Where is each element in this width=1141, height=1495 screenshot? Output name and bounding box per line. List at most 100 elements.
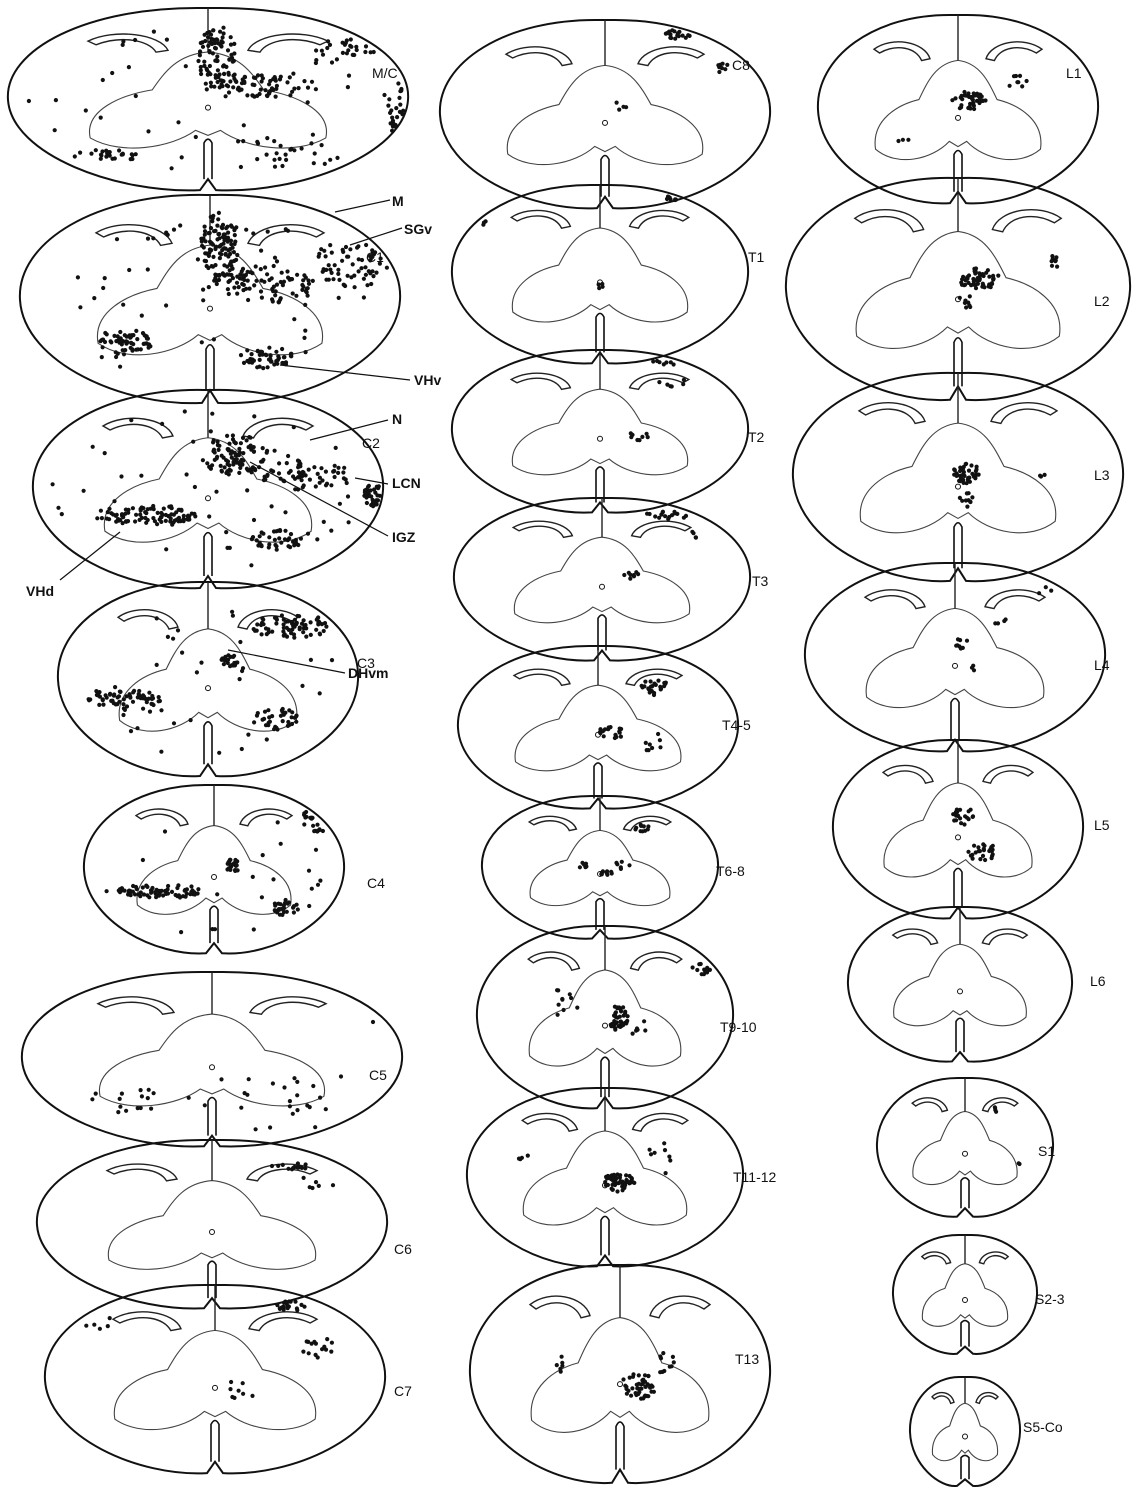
cord-section-l1	[816, 13, 1100, 205]
labelled-neuron-dot	[346, 520, 351, 525]
labelled-neuron-dot	[286, 275, 291, 280]
gray-matter-outline	[103, 437, 313, 543]
labelled-neuron-dot	[274, 547, 279, 552]
labelled-neuron-dot	[317, 475, 322, 480]
labelled-neuron-dot	[238, 164, 243, 170]
labelled-neuron-dot	[286, 453, 291, 459]
labelled-neuron-dot	[102, 339, 108, 345]
labelled-neuron-dot	[622, 572, 627, 578]
labelled-neuron-dot	[315, 1355, 320, 1360]
labelled-neuron-dot	[370, 1019, 376, 1025]
labelled-neuron-dot	[120, 42, 125, 48]
labelled-neuron-dot	[121, 697, 126, 702]
labelled-neuron-dot	[667, 1364, 672, 1369]
cord-section-c5	[20, 970, 404, 1148]
labelled-neuron-dot	[617, 1005, 622, 1010]
labelled-neuron-dot	[228, 247, 233, 252]
labelled-neuron-dot	[214, 58, 219, 63]
labelled-neuron-dot	[146, 696, 151, 701]
labelled-neuron-dot	[996, 273, 1001, 278]
labelled-neuron-dot	[259, 895, 264, 900]
labelled-neuron-dot	[219, 252, 224, 257]
labelled-neuron-dot	[400, 112, 405, 117]
labelled-neuron-dot	[145, 884, 150, 890]
segment-label-c3: C3	[357, 655, 375, 671]
leader-lcn	[354, 477, 389, 485]
labelled-neuron-dot	[216, 447, 221, 452]
labelled-neuron-dot	[285, 538, 290, 543]
labelled-neuron-dot	[282, 361, 287, 366]
labelled-neuron-dot	[215, 892, 220, 897]
labelled-neuron-dot	[329, 483, 334, 488]
labelled-neuron-dot	[52, 128, 57, 133]
dorsal-horn-right	[248, 996, 328, 1016]
labelled-neuron-dot	[179, 930, 184, 935]
labelled-neuron-dot	[276, 471, 282, 476]
labelled-neuron-dot	[226, 279, 231, 284]
labelled-neuron-dot	[90, 444, 95, 449]
labelled-neuron-dot	[308, 632, 313, 638]
labelled-neuron-dot	[250, 93, 255, 98]
labelled-neuron-dot	[240, 668, 245, 674]
labelled-neuron-dot	[220, 248, 225, 253]
labelled-neuron-dot	[297, 614, 302, 619]
labelled-neuron-dot	[105, 151, 110, 156]
labelled-neuron-dot	[657, 380, 662, 385]
labelled-neuron-dot	[1037, 591, 1042, 596]
labelled-neuron-dot	[116, 1110, 121, 1115]
labelled-neuron-dot	[313, 87, 318, 92]
labelled-neuron-dot	[374, 270, 379, 275]
labelled-neuron-dot	[256, 543, 261, 548]
labelled-neuron-dot	[375, 485, 380, 490]
labelled-neuron-dot	[230, 1394, 235, 1400]
labelled-neuron-dot	[187, 517, 192, 522]
labelled-neuron-dot	[202, 224, 207, 229]
labelled-neuron-dot	[274, 151, 279, 156]
labelled-neuron-dot	[987, 274, 992, 279]
labelled-neuron-dot	[121, 39, 126, 44]
labelled-neuron-dot	[113, 513, 118, 518]
labelled-neuron-dot	[139, 515, 144, 521]
labelled-neuron-dot	[301, 278, 306, 283]
labelled-neuron-dot	[214, 489, 219, 494]
labelled-neuron-dot	[303, 302, 308, 307]
ventral-fissure	[595, 312, 605, 353]
labelled-neuron-dot	[273, 293, 278, 298]
labelled-neuron-dot	[968, 853, 974, 858]
labelled-neuron-dot	[964, 305, 969, 310]
labelled-neuron-dot	[322, 161, 327, 166]
dorsal-horn-right	[981, 928, 1029, 946]
labelled-neuron-dot	[320, 478, 325, 483]
labelled-neuron-dot	[229, 223, 234, 228]
dorsal-horn-right	[991, 208, 1063, 233]
labelled-neuron-dot	[638, 822, 643, 828]
cord-outline	[475, 924, 735, 1110]
labelled-neuron-dot	[329, 270, 334, 275]
labelled-neuron-dot	[398, 102, 403, 107]
central-canal	[209, 1064, 215, 1071]
labelled-neuron-dot	[618, 1019, 623, 1024]
labelled-neuron-dot	[241, 282, 246, 287]
labelled-neuron-dot	[151, 29, 156, 34]
labelled-neuron-dot	[210, 219, 215, 224]
central-canal	[212, 1384, 218, 1391]
labelled-neuron-dot	[213, 246, 218, 252]
labelled-neuron-dot	[141, 341, 146, 346]
labelled-neuron-dot	[309, 886, 314, 891]
central-canal	[211, 874, 217, 881]
labelled-neuron-dot	[336, 271, 341, 276]
labelled-neuron-dot	[244, 227, 249, 232]
labelled-neuron-dot	[719, 66, 725, 71]
labelled-neuron-dot	[159, 510, 164, 516]
labelled-neuron-dot	[257, 357, 262, 362]
labelled-neuron-dot	[56, 505, 61, 510]
cord-outline	[82, 783, 346, 955]
labelled-neuron-dot	[188, 718, 193, 723]
labelled-neuron-dot	[973, 266, 979, 271]
labelled-neuron-dot	[261, 366, 266, 371]
labelled-neuron-dot	[212, 84, 217, 89]
gray-matter-outline	[529, 829, 671, 907]
labelled-neuron-dot	[723, 67, 728, 72]
labelled-neuron-dot	[619, 726, 624, 732]
labelled-neuron-dot	[970, 495, 975, 500]
